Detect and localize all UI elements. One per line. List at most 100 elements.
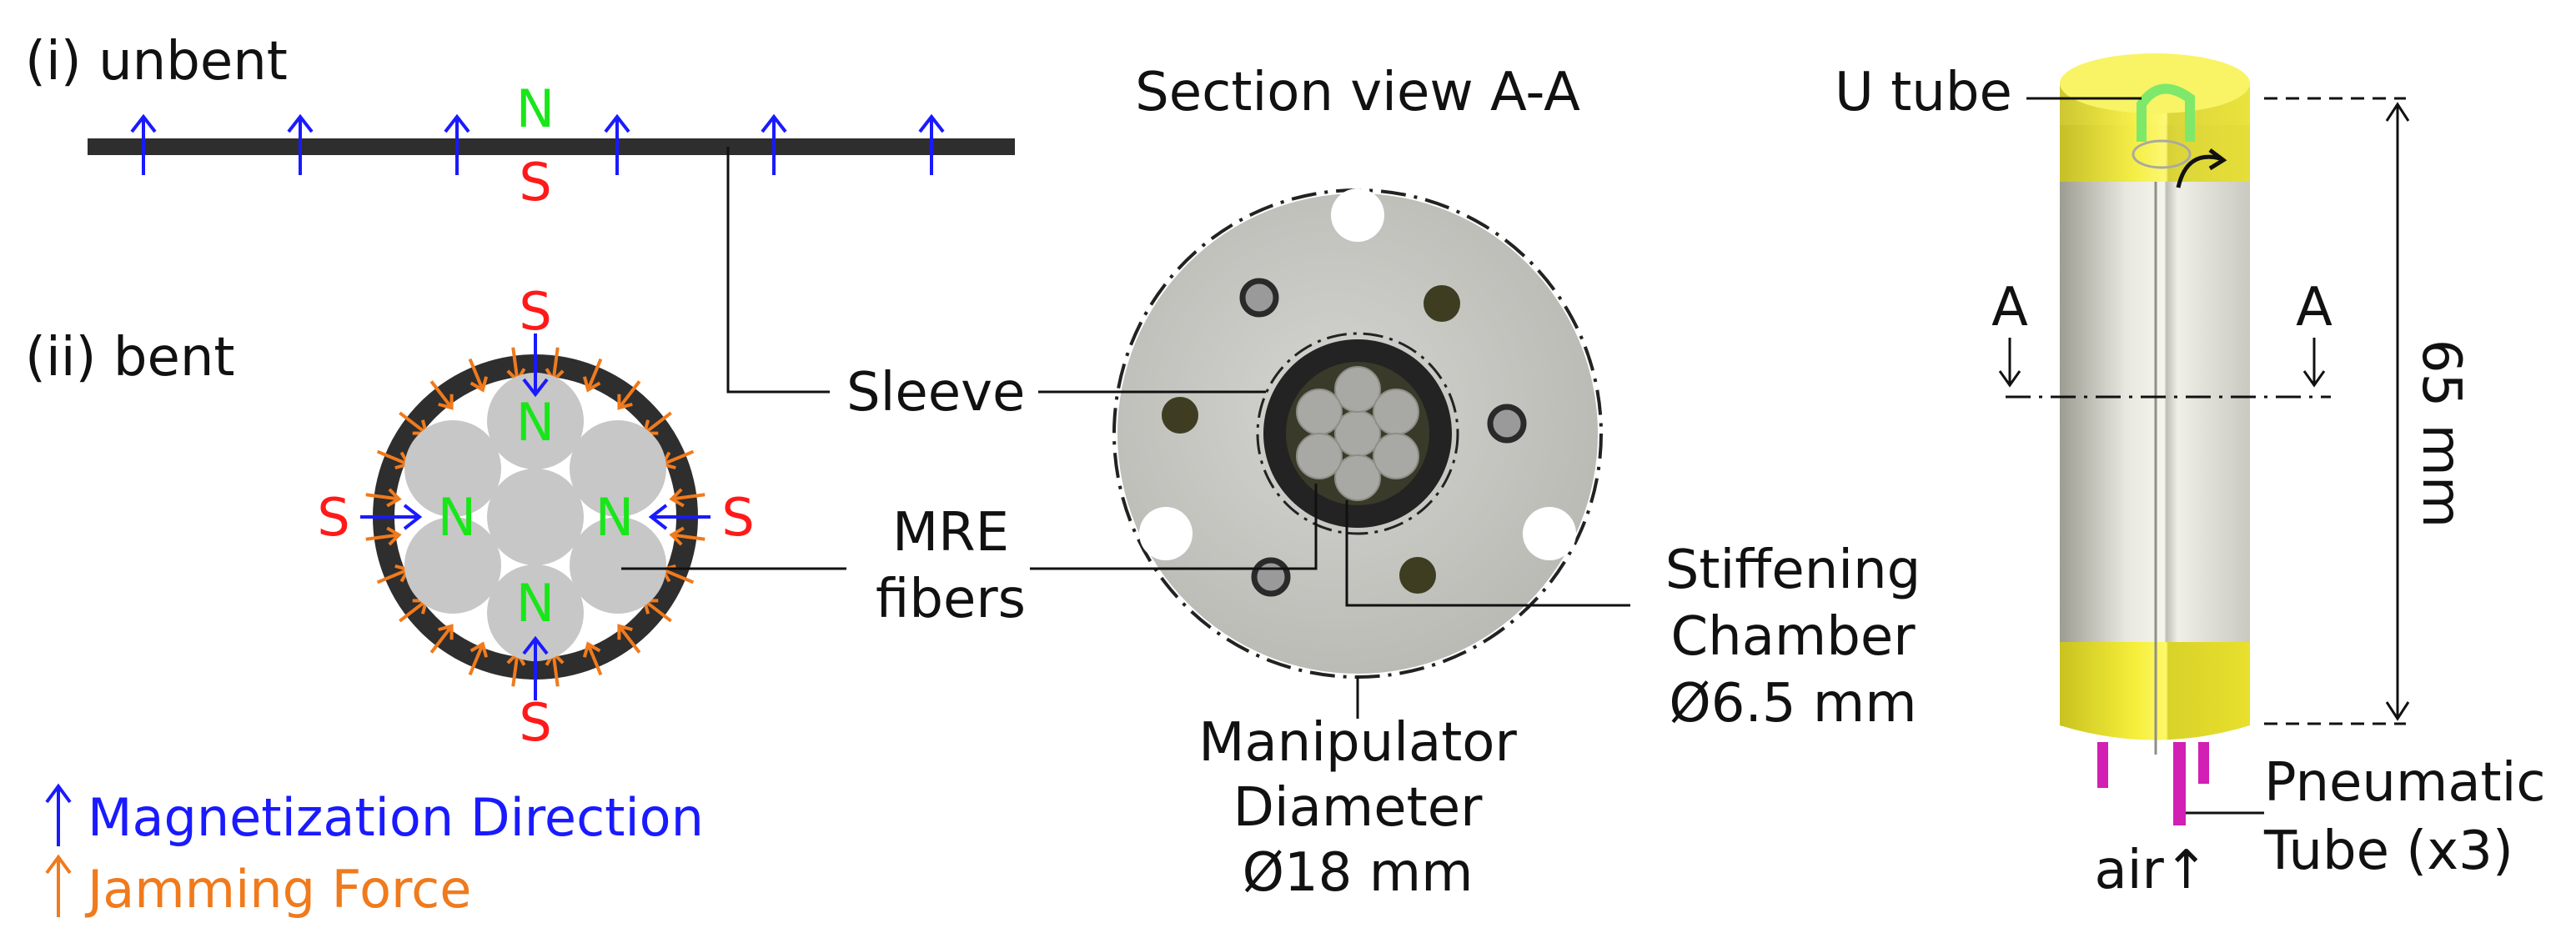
magnetization-arrow [287, 113, 314, 175]
jamming-force-arrow [468, 641, 489, 676]
jamming-force-arrow [582, 358, 603, 393]
legend-magnetization-arrow [45, 783, 72, 846]
unbent-magnetization-arrows [130, 113, 945, 175]
section-fiber-bundle [1296, 366, 1419, 501]
u-tube-label: U tube [1835, 62, 2012, 123]
pneumatic-tube [2173, 742, 2186, 825]
channel-dark [1399, 557, 1436, 594]
magnetization-arrow-top [522, 334, 549, 398]
bent-north-bottom: N [516, 573, 555, 634]
fiber-upper-left [404, 420, 501, 517]
jamming-force-arrow [468, 358, 489, 393]
u-tube [2137, 83, 2195, 142]
legend: Magnetization Direction Jamming Force [45, 783, 704, 920]
jamming-force-arrow [365, 526, 402, 546]
section-leader-lines [621, 147, 1630, 719]
section-fiber [1373, 389, 1419, 435]
panel-unbent-label: (i) unbent [25, 31, 288, 93]
pneumatic-tube [2097, 742, 2108, 788]
magnetization-arrow-left [360, 504, 423, 530]
device-view: U tube 65 mm A A Pneumatic Tube (x3) air… [1835, 53, 2546, 901]
u-tube-ring [2132, 139, 2192, 169]
height-dimension-arrow [2385, 102, 2410, 721]
magnetization-arrow-right [648, 504, 711, 530]
unbent-south-pole: S [519, 152, 551, 213]
bent-fiber-bundle [404, 373, 666, 661]
air-hole [1523, 507, 1576, 560]
manipulator-label-line3: Ø18 mm [1243, 842, 1474, 904]
section-title: Section view A-A [1135, 62, 1580, 123]
section-view: Section view A-A [621, 62, 1921, 904]
bent-south-left: S [317, 487, 349, 548]
height-label: 65 mm [2410, 339, 2472, 528]
section-fiber [1373, 433, 1419, 479]
fiber-bottom [487, 564, 584, 661]
channel-ring [1251, 557, 1291, 597]
legend-jamming-label: Jamming Force [84, 859, 471, 920]
section-holes [1139, 188, 1576, 597]
jamming-force-arrow [365, 488, 402, 508]
jamming-force-arrow [429, 624, 454, 654]
sleeve-label: Sleeve [846, 362, 1025, 424]
air-label: air↑ [2095, 840, 2209, 901]
magnetization-arrow [444, 113, 470, 175]
channel-ring [1487, 404, 1527, 444]
section-fiber [1334, 410, 1381, 457]
bent-north-top: N [516, 392, 555, 453]
unbent-fiber-bar [88, 138, 1015, 155]
legend-jamming-arrow [45, 854, 72, 917]
air-hole [1331, 188, 1384, 242]
section-mark-left: A [1991, 277, 2028, 339]
curved-arrow-icon [2176, 154, 2221, 188]
channel-dark [1424, 285, 1460, 322]
panel-unbent: (i) unbent N S [25, 31, 1015, 213]
bent-north-right: N [595, 487, 634, 548]
magnetization-arrow [130, 113, 157, 175]
magnetization-arrow [761, 113, 787, 175]
bent-south-bottom: S [519, 692, 551, 753]
pneumatic-tubes [2097, 742, 2209, 825]
section-fiber [1296, 433, 1343, 479]
fiber-top [487, 373, 584, 469]
manipulator-label-line2: Diameter [1233, 777, 1483, 839]
panel-bent: (ii) bent S S S S N N N N [25, 281, 755, 753]
jamming-force-arrow [429, 380, 454, 410]
stiffening-chamber-outline [1256, 332, 1459, 535]
channel-ring [1239, 278, 1279, 318]
channel-dark [1162, 397, 1198, 434]
magnetization-arrow-bottom [522, 635, 549, 700]
bent-north-left: N [438, 487, 476, 548]
section-arrow-left [1998, 338, 2021, 388]
fiber-center [487, 469, 584, 565]
stiffening-label-line2: Chamber [1670, 606, 1916, 668]
unbent-to-sleeve-leader [726, 147, 830, 394]
stiffening-label-line3: Ø6.5 mm [1669, 673, 1916, 735]
unbent-north-pole: N [516, 78, 555, 139]
fiber-upper-right [570, 420, 666, 517]
mre-label-line2: fibers [876, 569, 1026, 630]
fiber-lower-left [404, 517, 501, 614]
section-arrow-right [2302, 338, 2326, 388]
jamming-force-arrow [669, 526, 706, 546]
mre-label-line1: MRE [892, 502, 1009, 564]
fiber-lower-right [570, 517, 666, 614]
section-fiber [1296, 389, 1343, 435]
stiffening-label-line1: Stiffening [1665, 539, 1921, 601]
panel-bent-label: (ii) bent [25, 327, 235, 389]
magnetization-arrow [918, 113, 945, 175]
device-top-face [2060, 53, 2250, 113]
pneumatic-label-line1: Pneumatic [2264, 752, 2546, 814]
pneumatic-tube [2198, 742, 2209, 784]
bent-magnetization-arrows [360, 334, 711, 700]
air-hole [1139, 507, 1193, 560]
curved-arrow-head [2208, 148, 2227, 171]
pneumatic-label-line2: Tube (x3) [2263, 820, 2513, 882]
manipulator-label-line1: Manipulator [1198, 712, 1517, 774]
section-mark-right: A [2296, 277, 2332, 339]
jamming-force-arrow [669, 488, 706, 508]
bent-south-top: S [519, 281, 551, 342]
section-fiber [1334, 454, 1381, 501]
jamming-force-arrow [582, 641, 603, 676]
bent-south-right: S [721, 487, 754, 548]
